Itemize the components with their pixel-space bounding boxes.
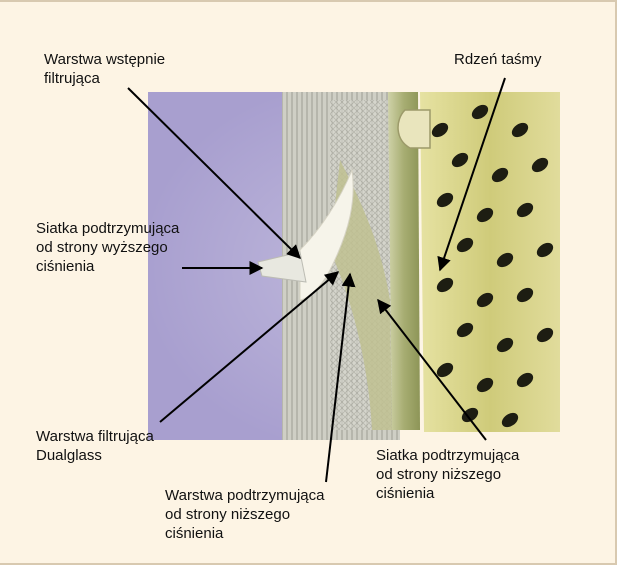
label-core: Rdzeń taśmy (454, 50, 542, 69)
label-prefilter-layer: Warstwa wstępnie filtrująca (44, 50, 165, 88)
label-support-low-pressure: Warstwa podtrzymująca od strony niższego… (165, 486, 325, 543)
label-mesh-high-pressure: Siatka podtrzymująca od strony wyższego … (36, 219, 179, 276)
label-mesh-low-pressure: Siatka podtrzymująca od strony niższego … (376, 446, 519, 503)
label-dualglass-layer: Warstwa filtrująca Dualglass (36, 427, 154, 465)
